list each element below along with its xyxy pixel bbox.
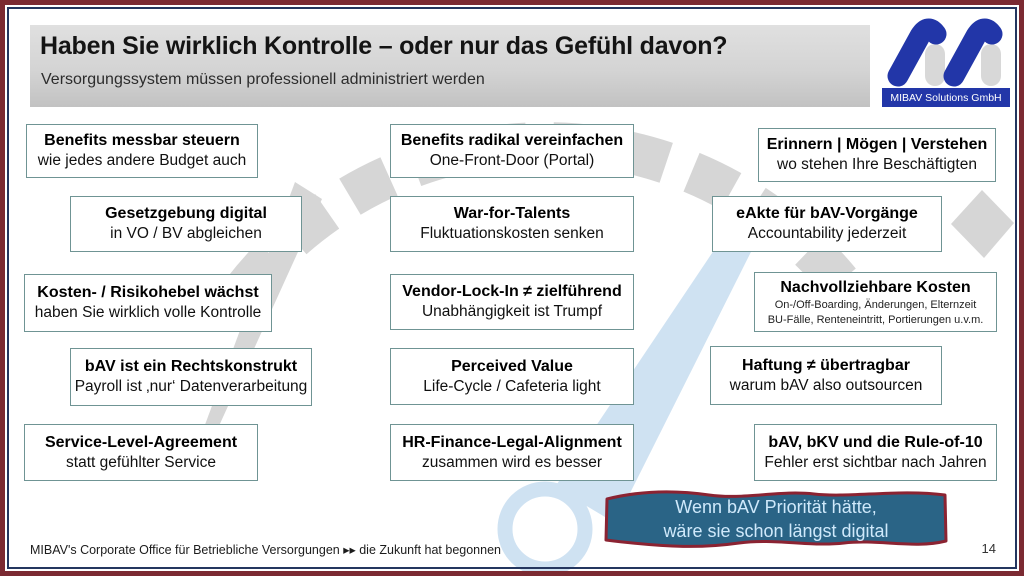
topic-box-title: Kosten- / Risikohebel wächst [37, 284, 259, 302]
topic-box-title: Benefits radikal vereinfachen [400, 132, 624, 150]
topic-box-line: Fluktuationskosten senken [420, 225, 604, 243]
topic-box-title: Erinnern | Mögen | Verstehen [766, 136, 988, 154]
topic-box-line: Fehler erst sichtbar nach Jahren [764, 453, 987, 471]
topic-box-line: One-Front-Door (Portal) [429, 152, 595, 170]
slide-header: Haben Sie wirklich Kontrolle – oder nur … [30, 25, 870, 107]
topic-box-line: wo stehen Ihre Beschäftigten [777, 156, 977, 174]
quote-banner-shape [604, 490, 948, 548]
topic-box-eakte: eAkte für bAV-Vorgänge Accountability je… [712, 196, 942, 252]
topic-box-risikohebel: Kosten- / Risikohebel wächst haben Sie w… [24, 274, 272, 332]
topic-box-line: zusammen wird es besser [421, 453, 603, 471]
quote-line-1: Wenn bAV Priorität hätte, [675, 497, 877, 517]
topic-box-title: War-for-Talents [453, 205, 571, 223]
topic-box-title: Service-Level-Agreement [44, 433, 238, 451]
topic-box-line: BU-Fälle, Renteneintritt, Portierungen u… [767, 313, 984, 326]
topic-box-line: Accountability jederzeit [747, 225, 907, 243]
topic-box-perceived-value: Perceived Value Life-Cycle / Cafeteria l… [390, 348, 634, 405]
topic-box-title: bAV, bKV und die Rule-of-10 [768, 433, 983, 451]
topic-box-title: Vendor-Lock-In ≠ zielführend [402, 283, 622, 301]
topic-box-title: Nachvollziehbare Kosten [780, 278, 971, 296]
topic-box-title: Gesetzgebung digital [105, 205, 267, 223]
topic-box-line: haben Sie wirklich volle Kontrolle [34, 304, 262, 322]
topic-box-line: statt gefühlter Service [66, 453, 216, 471]
topic-box-line: in VO / BV abgleichen [110, 225, 262, 243]
page-subtitle: Versorgungssystem müssen professionell a… [41, 71, 485, 88]
topic-box-line: On-/Off-Boarding, Änderungen, Elternzeit [774, 298, 977, 311]
footer-text: MIBAV's Corporate Office für Betrieblich… [30, 543, 501, 557]
topic-box-line: wie jedes andere Budget auch [37, 152, 247, 170]
topic-box-benefits-messbar: Benefits messbar steuern wie jedes ander… [26, 124, 258, 178]
topic-box-title: eAkte für bAV-Vorgänge [736, 205, 918, 223]
page-title: Haben Sie wirklich Kontrolle – oder nur … [40, 32, 728, 60]
topic-box-erinnern: Erinnern | Mögen | Verstehen wo stehen I… [758, 128, 996, 182]
topic-box-rechtskonstrukt: bAV ist ein Rechtskonstrukt Payroll ist … [70, 348, 312, 406]
topic-box-line: warum bAV also outsourcen [729, 376, 923, 394]
topic-box-title: Benefits messbar steuern [44, 132, 240, 150]
topic-box-line: Payroll ist ‚nur‘ Datenverarbeitung [74, 378, 308, 396]
topic-box-gesetzgebung: Gesetzgebung digital in VO / BV abgleich… [70, 196, 302, 252]
topic-box-haftung: Haftung ≠ übertragbar warum bAV also out… [710, 346, 942, 405]
company-logo: MIBAV Solutions GmbH [878, 14, 1014, 110]
topic-box-line: Life-Cycle / Cafeteria light [423, 377, 601, 395]
topic-box-sla: Service-Level-Agreement statt gefühlter … [24, 424, 258, 481]
topic-box-title: Haftung ≠ übertragbar [742, 356, 910, 374]
gauge-hub-ring [497, 481, 593, 577]
gauge-tick-right [951, 190, 1014, 258]
topic-box-title: bAV ist ein Rechtskonstrukt [84, 358, 298, 376]
quote-banner: Wenn bAV Priorität hätte, wäre sie schon… [599, 486, 953, 556]
topic-box-title: HR-Finance-Legal-Alignment [402, 433, 622, 451]
topic-box-title: Perceived Value [451, 357, 573, 375]
logo-m-icon [887, 18, 1003, 87]
quote-line-2: wäre sie schon längst digital [663, 521, 889, 541]
topic-box-war-for-talents: War-for-Talents Fluktuationskosten senke… [390, 196, 634, 252]
topic-box-vereinfachen: Benefits radikal vereinfachen One-Front-… [390, 124, 634, 178]
topic-box-alignment: HR-Finance-Legal-Alignment zusammen wird… [390, 424, 634, 481]
topic-box-nachvollziehbare-kosten: Nachvollziehbare Kosten On-/Off-Boarding… [754, 272, 997, 332]
topic-box-line: Unabhängigkeit ist Trumpf [421, 303, 603, 321]
page-number: 14 [981, 541, 996, 556]
topic-box-rule-of-10: bAV, bKV und die Rule-of-10 Fehler erst … [754, 424, 997, 481]
topic-box-vendor-lock-in: Vendor-Lock-In ≠ zielführend Unabhängigk… [390, 274, 634, 330]
logo-company-label: MIBAV Solutions GmbH [882, 88, 1010, 107]
